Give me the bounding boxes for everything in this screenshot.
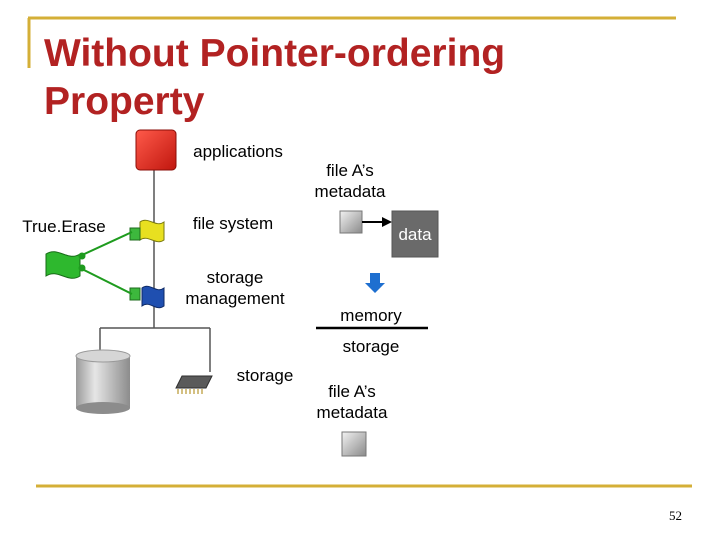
trueerase-block xyxy=(45,251,81,279)
metadata-top-box xyxy=(339,210,363,234)
storage-region-label: storage xyxy=(342,337,400,356)
applications-label: applications xyxy=(193,142,283,161)
storage-label: storage xyxy=(236,366,294,385)
memory-label: memory xyxy=(340,306,402,325)
metadata-top-label: file A’s metadata xyxy=(314,161,386,201)
storage-management-label: storage management xyxy=(185,268,285,308)
trueerase-connectors xyxy=(78,231,133,295)
data-box xyxy=(391,210,439,258)
down-arrow-icon xyxy=(365,273,385,293)
file-system-block xyxy=(129,219,165,243)
pointer-arrow xyxy=(362,217,392,227)
file-system-label: file system xyxy=(192,214,274,233)
disk-icon xyxy=(75,349,131,414)
trueerase-label: True.Erase xyxy=(22,217,106,236)
applications-block xyxy=(135,129,177,171)
metadata-bottom-box xyxy=(341,431,367,457)
storage-management-block xyxy=(129,285,165,309)
page-number: 52 xyxy=(669,508,682,523)
data-label: data xyxy=(398,225,432,244)
metadata-bottom-label: file A’s metadata xyxy=(316,382,388,422)
flash-chip-icon xyxy=(175,375,213,394)
slide-frame xyxy=(27,16,692,488)
slide-title: Without Pointer-ordering Property xyxy=(44,32,506,123)
